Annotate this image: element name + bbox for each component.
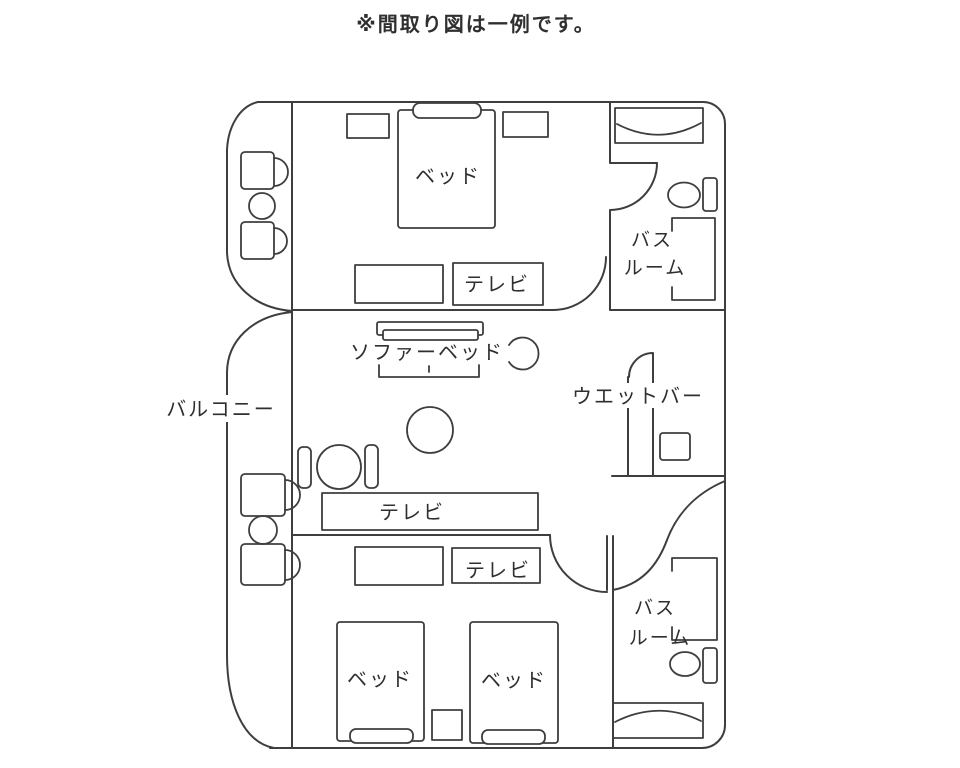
bathtub xyxy=(614,107,704,144)
pillow xyxy=(412,102,482,119)
sofa-bed-seat xyxy=(378,364,480,378)
second-tv-label: テレビ xyxy=(465,558,531,582)
balcony-chair-back xyxy=(284,479,301,511)
outer-wall xyxy=(257,101,726,749)
tv-cabinet xyxy=(321,492,539,531)
balcony-table xyxy=(248,515,278,545)
wet-bar-label-bg xyxy=(563,383,713,408)
round-table xyxy=(406,406,454,454)
wet-bar-door xyxy=(628,352,654,378)
balcony-chair xyxy=(240,473,286,517)
small-table xyxy=(316,444,362,490)
shower-stall xyxy=(671,557,718,641)
bathtub-rim xyxy=(616,122,702,136)
balcony-chair xyxy=(240,543,286,586)
bathroom-lower-fixtures xyxy=(612,557,718,739)
page-title: ※間取り図は一例です。 xyxy=(356,12,595,36)
nightstand xyxy=(431,709,463,741)
balcony-outline-bottom xyxy=(226,311,293,749)
toilet-tank xyxy=(702,647,718,684)
master-bedroom-door-arc xyxy=(552,256,607,311)
balcony-chair xyxy=(240,221,275,260)
shower-stall xyxy=(671,217,716,301)
balcony-chair-back xyxy=(273,227,288,255)
wet-bar-fixtures xyxy=(659,432,691,461)
master-bedroom-furniture xyxy=(346,102,549,306)
bathroom-upper-label-line2: ルーム xyxy=(624,257,686,279)
bathtub xyxy=(612,702,704,739)
bathroom-lower-label-line2: ルーム xyxy=(629,627,691,649)
balcony-outline-top xyxy=(226,101,293,312)
nightstand xyxy=(502,111,549,138)
second-bedroom-door-arc xyxy=(549,534,608,593)
tv-cabinet xyxy=(452,262,544,306)
sofa-bed-cushion xyxy=(382,329,479,341)
bathroom-upper-label-line1: バス xyxy=(631,229,673,251)
second-bed-left-label: ベッド xyxy=(347,667,413,691)
living-tv-label: テレビ xyxy=(379,500,445,524)
master-bed-label: ベッド xyxy=(415,164,481,188)
pillow xyxy=(349,728,414,744)
side-chair xyxy=(364,444,379,489)
bathroom-upper-walls xyxy=(609,101,726,311)
balcony-label-bg xyxy=(157,395,287,422)
balcony-chair-back xyxy=(273,157,289,187)
bathtub-rim xyxy=(614,709,702,723)
dresser xyxy=(354,264,444,304)
bathroom-lower-curved-wall xyxy=(612,480,726,591)
toilet-tank xyxy=(702,177,718,212)
side-chair xyxy=(297,446,312,489)
balcony-chair-back xyxy=(284,549,301,581)
armchair xyxy=(508,336,540,371)
second-bed-right-label: ベッド xyxy=(481,668,547,692)
dresser xyxy=(354,546,444,586)
toilet xyxy=(669,651,701,677)
toilet xyxy=(667,181,701,209)
pillow xyxy=(481,729,546,745)
balcony-chair xyxy=(240,151,275,190)
bathroom-lower-label-line1: バス xyxy=(634,597,676,619)
wet-bar-sink xyxy=(659,432,691,461)
bathroom-upper-door-arc xyxy=(609,162,658,211)
tv-cabinet xyxy=(451,547,541,584)
master-tv-label: テレビ xyxy=(464,272,530,296)
balcony-top-furniture xyxy=(240,151,289,260)
living-room-furniture xyxy=(297,321,540,531)
nightstand xyxy=(346,113,390,139)
balcony-label: バルコニー xyxy=(166,397,276,421)
balcony-table xyxy=(248,192,276,220)
balcony-bottom-furniture xyxy=(240,473,301,586)
walls xyxy=(226,101,726,749)
sofa-bed-label: ソファーベッド xyxy=(350,340,504,364)
wet-bar-label: ウエットバー xyxy=(572,384,704,408)
second-bedroom-furniture xyxy=(336,546,559,745)
bathroom-upper-fixtures xyxy=(614,107,718,301)
